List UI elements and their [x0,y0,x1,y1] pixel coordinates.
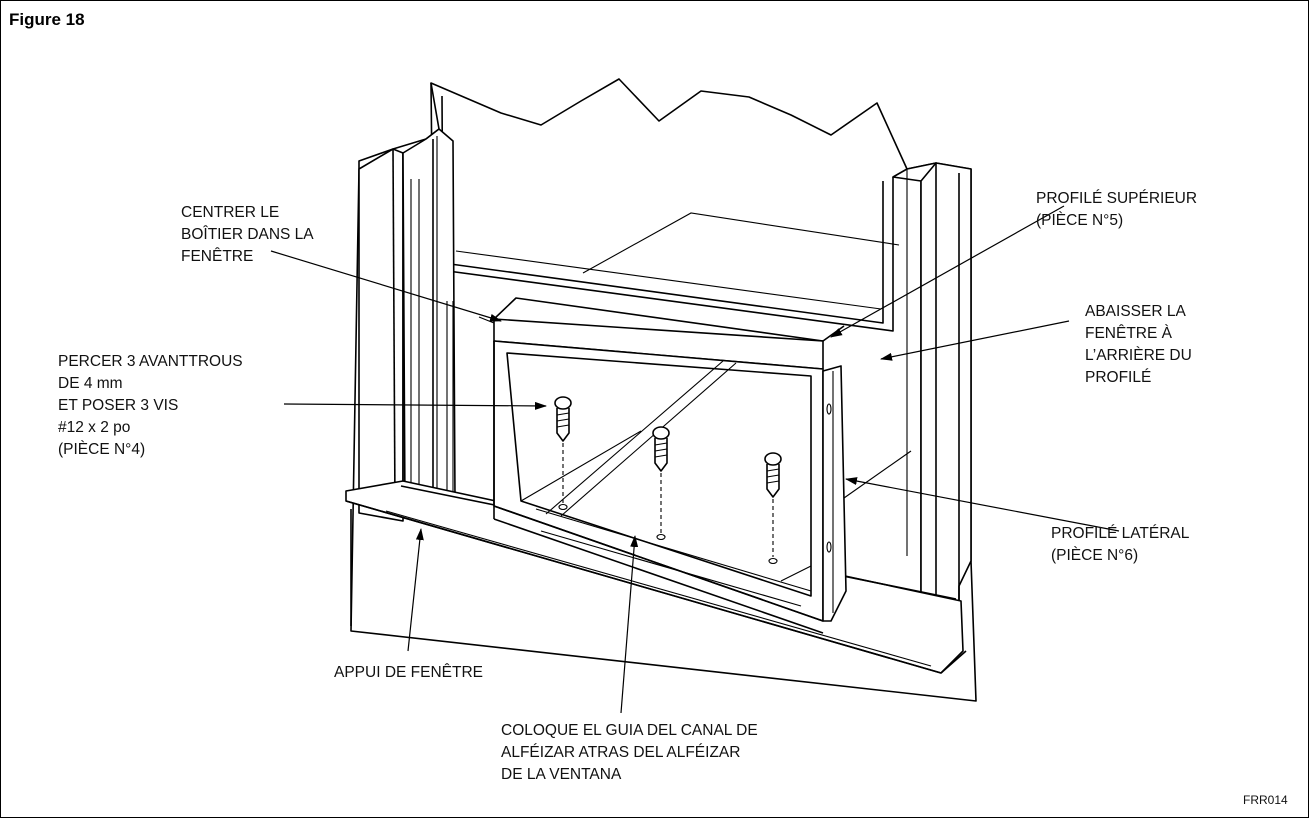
side-profile [822,365,847,622]
screw-2 [652,426,670,541]
leader-top-profile [830,205,1065,338]
top-profile [493,297,824,370]
leader-lower-window [880,320,1070,361]
screw-3 [764,452,782,565]
window-illustration [345,78,977,702]
label-top-profile: PROFILÉ SUPÉRIEUR (PIÈCE N°5) [1036,190,1201,229]
leader-channel-guide [620,535,639,714]
figure-code: FRR014 [1243,793,1288,807]
label-lower-window: ABAISSER LA FENÊTRE À L’ARRIÈRE DU PROFI… [1085,303,1196,386]
screw-1 [554,396,572,511]
label-channel-guide: COLOQUE EL GUIA DEL CANAL DE ALFÉIZAR AT… [501,722,762,783]
leader-drill-holes [283,401,547,410]
leader-side-profile [845,477,1120,532]
label-sill: APPUI DE FENÊTRE [334,664,483,681]
leader-center-case [270,250,502,322]
label-drill-holes: PERCER 3 AVANTTROUS DE 4 mm ET POSER 3 V… [58,353,247,458]
label-side-profile: PROFILÉ LATÉRAL (PIÈCE N°6) [1051,525,1193,564]
left-jamb [358,148,404,522]
label-center-case: CENTRER LE BOÎTIER DANS LA FENÊTRE [181,204,317,265]
figure-title: Figure 18 [9,10,85,29]
leader-sill [407,528,424,652]
